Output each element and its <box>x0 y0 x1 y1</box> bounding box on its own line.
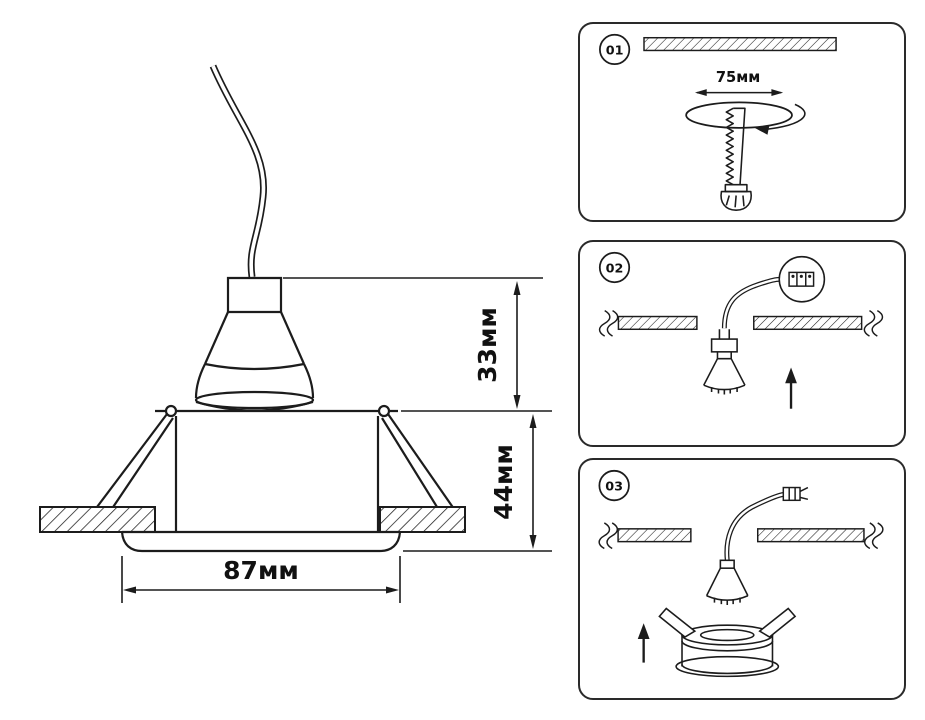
ceiling-with-hole <box>598 522 884 550</box>
step-panel-02: 02 <box>578 240 906 447</box>
lamp-icon <box>705 559 749 606</box>
spring-wing-left-icon <box>658 607 697 638</box>
power-cable-icon <box>209 64 268 278</box>
step-number-label: 01 <box>606 43 624 58</box>
rotation-arrow-icon <box>754 103 806 135</box>
pivot-left-icon <box>164 404 178 418</box>
step-number-badge: 02 <box>598 251 631 284</box>
cable-through-hole-icon <box>721 276 780 329</box>
lamp-below-hole-icon <box>703 329 746 395</box>
ceiling-left-hatch <box>39 506 156 533</box>
recessed-can-icon <box>658 607 797 678</box>
dimension-87mm: 87мм <box>121 556 401 603</box>
break-marks-icon <box>598 310 884 337</box>
push-up-arrow-icon <box>785 367 797 409</box>
push-up-arrow-icon <box>637 623 650 663</box>
step-panel-01: 01 75мм <box>578 22 906 222</box>
spring-wing-right-icon <box>758 607 797 638</box>
main-technical-drawing: 33мм 44мм 87мм <box>39 64 552 603</box>
step-number-label: 02 <box>606 261 624 276</box>
step-panel-03: 03 <box>578 458 906 700</box>
ceiling-right-hatch <box>379 506 466 533</box>
step-number-label: 03 <box>605 479 623 494</box>
step-number-badge: 01 <box>599 33 631 66</box>
cable-through-hole-icon <box>724 491 784 561</box>
hole-saw-tool-icon <box>720 107 752 211</box>
connector-icon <box>782 486 809 502</box>
dim-87-label: 87мм <box>223 556 299 585</box>
ceiling-band-hatch <box>643 36 837 52</box>
ceiling-with-hole <box>598 310 884 337</box>
pivot-right-icon <box>377 404 391 418</box>
dim-33-label: 33мм <box>473 307 502 383</box>
break-marks-icon <box>598 522 884 550</box>
trim-ring <box>120 530 402 553</box>
cutout-diameter-label: 75мм <box>716 69 760 86</box>
spotlight-lamp <box>194 276 315 412</box>
connector-detail-circle <box>778 255 826 303</box>
step-number-badge: 03 <box>598 469 630 502</box>
cutout-dimension-line <box>694 89 784 97</box>
dim-44-label: 44мм <box>489 444 518 520</box>
cutout-hole <box>685 101 793 129</box>
dimension-33mm: 33мм <box>283 277 552 412</box>
ceiling-section <box>39 506 466 533</box>
dimension-44mm: 44мм <box>403 414 552 552</box>
